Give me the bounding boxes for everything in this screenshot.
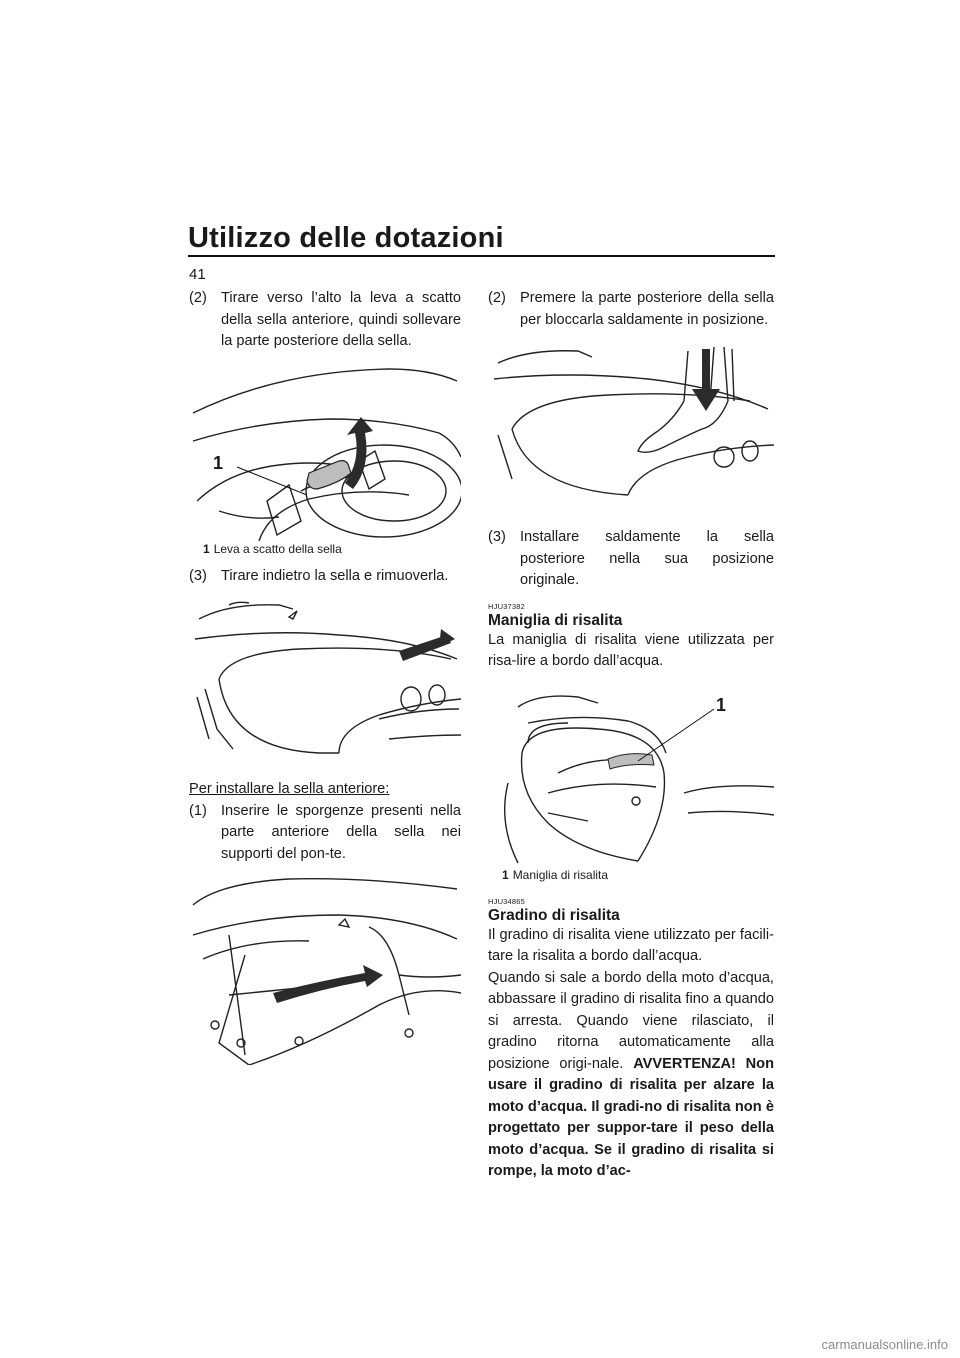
step-number: (1) (189, 802, 207, 819)
caption-text: Maniglia di risalita (512, 867, 609, 882)
caption-text: Leva a scatto della sella (213, 541, 342, 556)
section-title-boarding-handle: Maniglia di risalita (488, 611, 623, 629)
right-column: (2) Premere la parte posteriore della se… (488, 288, 774, 1183)
step-2-lift-seat: (2) Tirare verso l’alto la leva a scatto… (189, 288, 461, 353)
caption-number: 1 (203, 541, 210, 556)
step-text: Tirare verso l’alto la leva a scatto del… (221, 290, 461, 349)
boarding-step-instructions: Quando si sale a bordo della moto d’acqu… (488, 968, 774, 1183)
section-code: HJU37382 (488, 601, 526, 611)
step-number: (3) (189, 567, 207, 584)
step-3-install-rear-seat: (3) Installare saldamente la sella poste… (488, 527, 774, 592)
step-text: Inserire le sporgenze presenti nella par… (221, 802, 461, 862)
step-text: Premere la parte posteriore della sella … (520, 290, 774, 328)
step-text: Tirare indietro la sella e rimuoverla. (221, 567, 449, 584)
seat-lock-lever-illustration (192, 367, 461, 541)
page-title: Utilizzo delle dotazioni (188, 222, 504, 254)
step-number: (2) (488, 290, 506, 306)
step-1-insert-seat: (1) Inserire le sporgenze presenti nella… (189, 801, 461, 866)
boarding-handle-illustration (504, 694, 774, 863)
figure-press-seat (488, 339, 774, 507)
handle-description: La maniglia di risalita viene utilizzata… (488, 631, 774, 670)
insert-seat-illustration (192, 878, 461, 1065)
step-text: Installare saldamente la sella posterior… (520, 529, 774, 588)
press-seat-illustration (493, 346, 774, 496)
section-code: HJU34865 (488, 896, 526, 906)
step-number: (3) (488, 529, 506, 545)
boarding-step-intro: Il gradino di risalita viene utilizzato … (488, 926, 774, 965)
install-front-seat-heading: Per installare la sella anteriore: (189, 781, 390, 797)
watermark: carmanualsonline.info (821, 1337, 948, 1352)
callout-number: 1 (213, 452, 224, 473)
section-title-boarding-step: Gradino di risalita (488, 906, 620, 924)
boarding-step-text: Quando si sale a bordo della moto d’acqu… (488, 969, 774, 1072)
figure-insert-seat (189, 875, 461, 1065)
warning-text: AVVERTENZA! Non usare il gradino di risa… (488, 1055, 774, 1180)
remove-seat-illustration (194, 601, 461, 754)
step-2-press-seat: (2) Premere la parte posteriore della se… (488, 288, 774, 331)
callout-number: 1 (716, 694, 727, 715)
caption-number: 1 (502, 867, 509, 882)
step-number: (2) (189, 290, 207, 306)
left-column: (2) Tirare verso l’alto la leva a scatto… (189, 288, 461, 1065)
figure-remove-seat (189, 599, 461, 767)
step-3-remove-seat: (3) Tirare indietro la sella e rimuoverl… (189, 566, 461, 588)
page-number: 41 (189, 266, 206, 283)
header-divider (188, 255, 775, 257)
